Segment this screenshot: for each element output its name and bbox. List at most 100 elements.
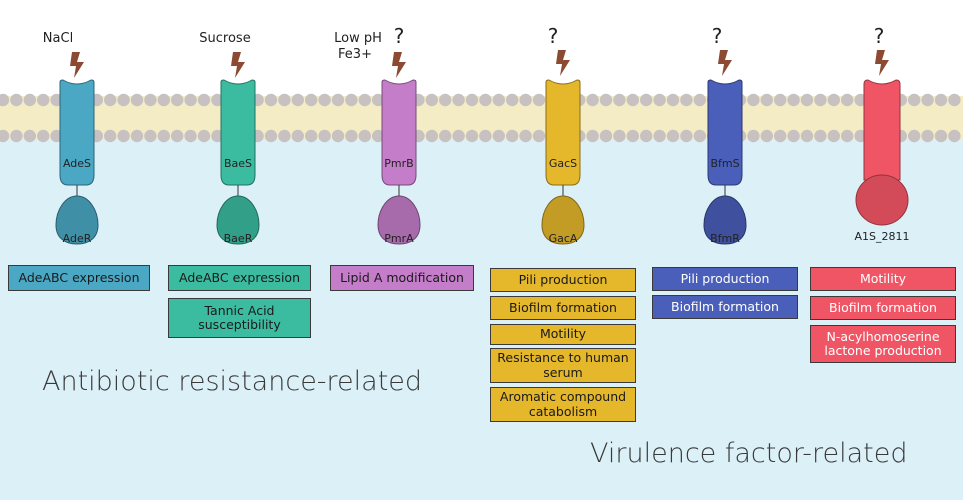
lipid-head: [184, 93, 197, 107]
lipid-head: [104, 93, 117, 107]
signal-unknown-pmrb: ?: [393, 24, 405, 48]
signal-unknown-a1s: ?: [873, 24, 885, 48]
response-regulator: [55, 195, 99, 245]
signal-lightning-icon: [875, 50, 889, 76]
output-box: Aromatic compound catabolism: [490, 387, 636, 422]
lipid-head: [278, 129, 291, 143]
output-box: Lipid A modification: [330, 265, 474, 291]
lipid-head: [948, 93, 961, 107]
lipid-head: [23, 93, 36, 107]
lipid-head: [492, 129, 505, 143]
lipid-head: [278, 93, 291, 107]
output-box: Pili production: [490, 268, 636, 292]
regulator-label-baer: BaeR: [223, 232, 253, 245]
lipid-head: [144, 129, 157, 143]
lipid-head: [841, 93, 854, 107]
lipid-head: [465, 93, 479, 107]
sensor-label-baes: BaeS: [223, 157, 253, 170]
lipid-head: [908, 129, 921, 143]
lipid-head: [465, 129, 479, 143]
lipid-head: [331, 93, 345, 107]
lipid-head: [747, 93, 760, 107]
lipid-head: [492, 93, 505, 107]
cytoplasm-background: [0, 140, 963, 500]
lipid-head: [171, 93, 184, 107]
hybrid-sensor-kinase: [863, 79, 901, 181]
lipid-head: [23, 129, 36, 143]
lipid-head: [693, 93, 706, 107]
lipid-head: [666, 129, 680, 143]
output-box: AdeABC expression: [8, 265, 150, 291]
lipid-head: [680, 129, 693, 143]
lipid-head: [291, 93, 304, 107]
lipid-head: [452, 129, 465, 143]
sensor-label-gacs: GacS: [548, 157, 578, 170]
lipid-head: [613, 93, 626, 107]
lipid-head: [519, 129, 532, 143]
lipid-head: [331, 129, 345, 143]
signal-unknown-gacs: ?: [547, 24, 559, 48]
lipid-head: [760, 93, 773, 107]
signal-lightning-icon: [70, 52, 84, 78]
lipid-head: [666, 93, 680, 107]
response-regulator: [703, 195, 747, 245]
lipid-head: [934, 129, 948, 143]
lipid-head: [0, 129, 10, 143]
two-component-systems: [55, 50, 909, 245]
lipid-head: [439, 129, 452, 143]
signal-sucrose: Sucrose: [199, 31, 251, 46]
lipid-head: [774, 93, 787, 107]
lipid-head: [506, 129, 519, 143]
lipid-head: [586, 93, 599, 107]
response-regulator: [541, 195, 585, 245]
lipid-head: [117, 129, 130, 143]
lipid-head: [613, 129, 626, 143]
lipid-head: [358, 129, 371, 143]
response-regulator: [216, 195, 260, 245]
signal-low-ph: Low pH: [334, 31, 382, 46]
output-box: Tannic Acid susceptibility: [168, 298, 311, 338]
lipid-head: [787, 93, 800, 107]
sensor-kinase: [381, 79, 417, 186]
lipid-head: [318, 129, 331, 143]
sensor-kinase: [707, 79, 743, 186]
lipid-head: [358, 93, 371, 107]
lipid-head: [921, 129, 934, 143]
lipid-head: [747, 129, 760, 143]
lipid-head: [934, 93, 948, 107]
lipid-head: [452, 93, 465, 107]
lipid-head: [519, 93, 532, 107]
lipid-head: [760, 129, 773, 143]
lipid-head: [626, 129, 639, 143]
lipid-head: [104, 129, 117, 143]
lipid-head: [37, 129, 50, 143]
lipid-head: [774, 129, 787, 143]
sensor-kinase: [59, 79, 95, 186]
lipid-head: [157, 93, 170, 107]
signal-lightning-icon: [392, 52, 406, 78]
sensor-kinase: [220, 79, 256, 186]
lipid-head: [197, 129, 211, 143]
lipid-head: [841, 129, 854, 143]
signal-unknown-bfms: ?: [711, 24, 723, 48]
sensor-label-pmrb: PmrB: [384, 157, 414, 170]
signal-fe3: Fe3+: [338, 47, 372, 62]
lipid-head: [197, 93, 211, 107]
output-box: Resistance to human serum: [490, 348, 636, 383]
lipid-head: [144, 93, 157, 107]
lipid-head: [532, 129, 546, 143]
lipid-head: [653, 129, 666, 143]
sensor-kinase: [545, 79, 581, 186]
lipid-head: [318, 93, 331, 107]
response-regulator: [377, 195, 421, 245]
lipid-head: [171, 129, 184, 143]
lipid-head: [908, 93, 921, 107]
lipid-head: [117, 93, 130, 107]
lipid-head: [130, 93, 144, 107]
lipid-head: [827, 129, 840, 143]
output-box: Pili production: [652, 267, 798, 291]
lipid-head: [130, 129, 144, 143]
lipid-head: [305, 129, 318, 143]
output-box: Biofilm formation: [490, 296, 636, 320]
regulator-label-gaca: GacA: [548, 232, 578, 245]
